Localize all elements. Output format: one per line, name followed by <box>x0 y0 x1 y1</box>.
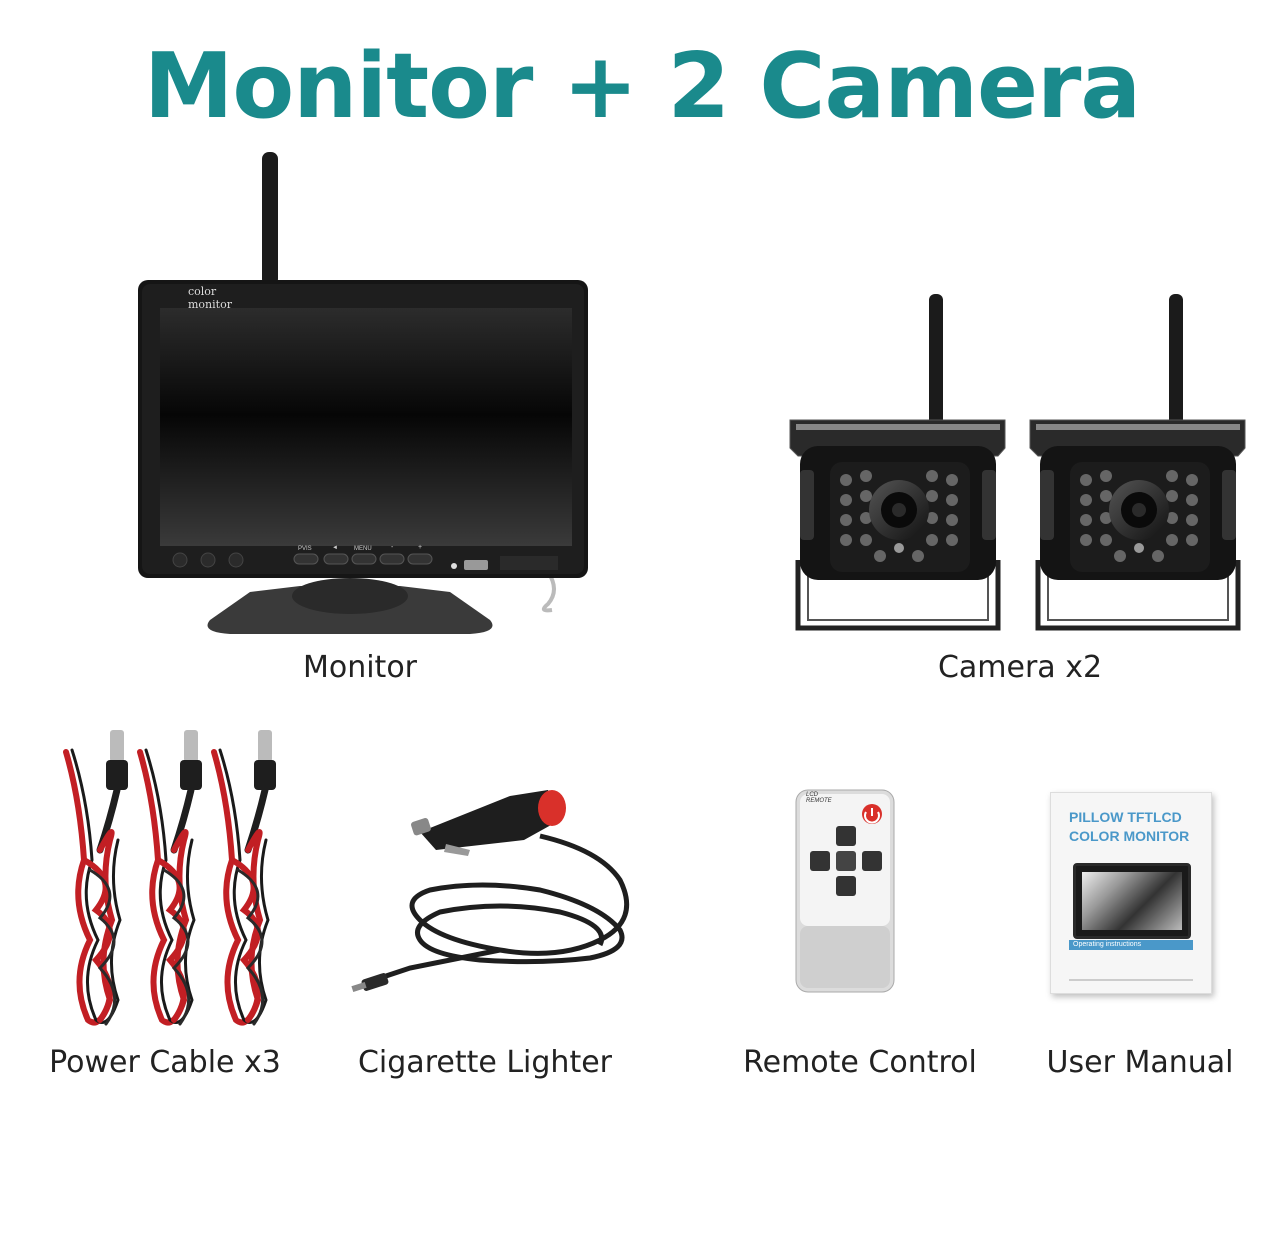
monitor-button-pvis: PVIS <box>298 546 312 552</box>
monitor-button-minus: - <box>391 544 394 551</box>
remote-control-label: Remote Control <box>743 1045 977 1080</box>
monitor-button-plus: + <box>418 544 423 551</box>
manual-cover-subtitle: Operating instructions <box>1069 940 1193 950</box>
power-cable-label: Power Cable x3 <box>49 1045 281 1080</box>
manual-cover-title-2: COLOR MONITOR <box>1069 828 1190 844</box>
monitor-brand-text: color monitor <box>188 285 232 311</box>
page-title: Monitor + 2 Camera <box>143 34 1141 139</box>
monitor-button-menu: MENU <box>354 546 372 552</box>
manual-cover-image <box>1073 863 1191 939</box>
cigarette-lighter-label: Cigarette Lighter <box>357 1045 613 1080</box>
monitor-button-back: ◄ <box>332 545 338 551</box>
monitor-label: Monitor <box>302 650 418 685</box>
remote-header-text: LCD REMOTE <box>806 792 832 804</box>
user-manual-icon: PILLOW TFTLCD COLOR MONITOR Operating in… <box>1050 792 1212 994</box>
camera-label: Camera x2 <box>937 650 1103 685</box>
manual-cover-title-1: PILLOW TFTLCD <box>1069 809 1182 825</box>
user-manual-label: User Manual <box>1046 1045 1234 1080</box>
